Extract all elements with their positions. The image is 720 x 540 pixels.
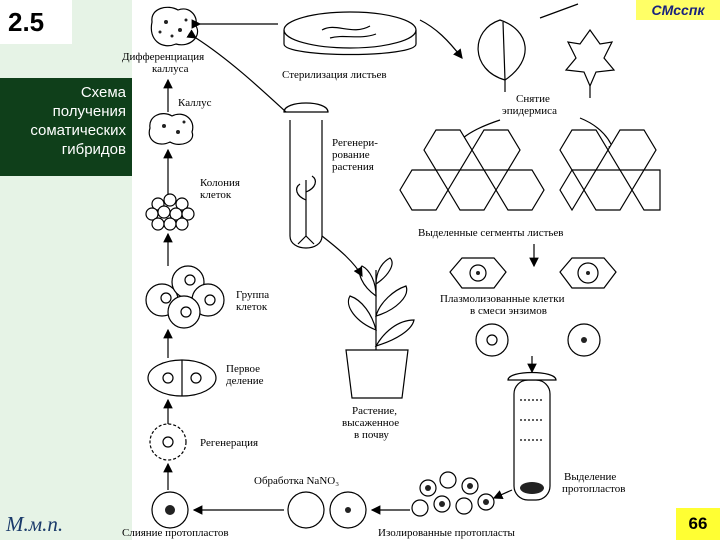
label-potted-plant-3: в почву bbox=[354, 429, 389, 441]
label-regeneration: Регенерация bbox=[200, 437, 258, 449]
protoplast-pair-icon bbox=[287, 491, 367, 529]
label-epidermis-2: эпидермиса bbox=[502, 105, 557, 117]
first-division-icon bbox=[147, 359, 217, 397]
label-colony-2: клеток bbox=[200, 189, 232, 201]
protoplast-tube-icon bbox=[507, 371, 557, 501]
slide-number: 2.5 bbox=[0, 0, 72, 44]
leaf-segment-cells-stained-icon bbox=[559, 129, 661, 212]
label-protoplast-isolation-2: протопластов bbox=[562, 483, 625, 495]
label-fusion: Слияние протопластов bbox=[122, 527, 229, 539]
label-leaf-segments: Выделенные сегменты листьев bbox=[418, 227, 563, 239]
label-leaf-sterilization: Стерилизация листьев bbox=[282, 69, 387, 81]
label-callus-diff-2: каллуса bbox=[152, 63, 189, 75]
regeneration-tube-icon bbox=[283, 102, 329, 249]
label-regen-plant-1: Регенери- bbox=[332, 137, 378, 149]
label-isolated: Изолированные протопласты bbox=[378, 527, 516, 539]
caption-line: гибридов bbox=[61, 141, 126, 158]
author-signature: М.м.п. bbox=[6, 512, 64, 536]
label-nano3: Обработка NaNO₃ bbox=[254, 475, 339, 487]
label-protoplast-isolation-1: Выделение bbox=[564, 471, 616, 483]
label-colony-1: Колония bbox=[200, 177, 240, 189]
callus-icon bbox=[148, 113, 194, 145]
page-number: 66 bbox=[676, 508, 720, 540]
label-regen-plant-3: растения bbox=[332, 161, 374, 173]
regeneration-cell-icon bbox=[149, 423, 187, 461]
label-plasmolysis-1: Плазмолизованные клетки bbox=[440, 293, 565, 305]
label-callus: Каллус bbox=[178, 97, 212, 109]
slide-caption: Схема получения соматических гибридов bbox=[0, 78, 132, 176]
header-tag: СМсспк bbox=[636, 0, 720, 20]
petri-dish-icon bbox=[283, 11, 417, 56]
label-first-division-1: Первое bbox=[226, 363, 260, 375]
leaf-icon bbox=[477, 3, 579, 92]
cell-group-icon bbox=[145, 265, 225, 329]
label-potted-plant-2: высаженное bbox=[342, 417, 399, 429]
label-cell-group-2: клеток bbox=[236, 301, 268, 313]
label-potted-plant-1: Растение, bbox=[352, 405, 397, 417]
label-callus-diff-1: Дифференциация bbox=[122, 51, 204, 63]
cut-leaf-icon bbox=[564, 28, 616, 98]
cell-colony-icon bbox=[145, 193, 195, 231]
fused-protoplast-icon bbox=[151, 491, 189, 529]
plasmolysed-cells-icon bbox=[449, 257, 617, 357]
label-epidermis-1: Снятие bbox=[516, 93, 550, 105]
label-cell-group-1: Группа bbox=[236, 289, 269, 301]
caption-line: Схема bbox=[80, 84, 126, 101]
caption-line: получения bbox=[52, 103, 126, 120]
potted-plant-icon bbox=[345, 257, 415, 399]
label-regen-plant-2: рование bbox=[332, 149, 370, 161]
label-plasmolysis-2: в смеси энзимов bbox=[470, 305, 547, 317]
leaf-segment-cells-icon bbox=[399, 129, 545, 211]
caption-line: соматических bbox=[30, 122, 126, 139]
isolated-protoplasts-icon bbox=[411, 471, 495, 517]
differentiated-callus-icon bbox=[150, 6, 199, 47]
label-first-division-2: деление bbox=[226, 375, 264, 387]
